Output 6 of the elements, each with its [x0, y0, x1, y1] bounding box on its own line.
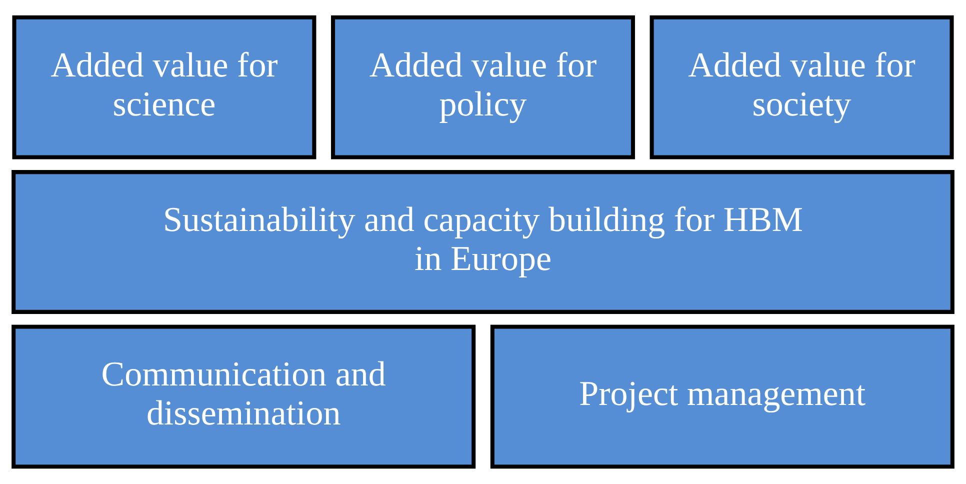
node-box: Project management: [490, 324, 954, 469]
node-box: Added value for society: [650, 15, 954, 160]
node-box: Communication and dissemination: [12, 324, 476, 469]
node-box: Added value for science: [12, 15, 316, 160]
node-box: Added value for policy: [331, 15, 635, 160]
node-box: Sustainability and capacity building for HBM in Europe: [12, 170, 954, 314]
